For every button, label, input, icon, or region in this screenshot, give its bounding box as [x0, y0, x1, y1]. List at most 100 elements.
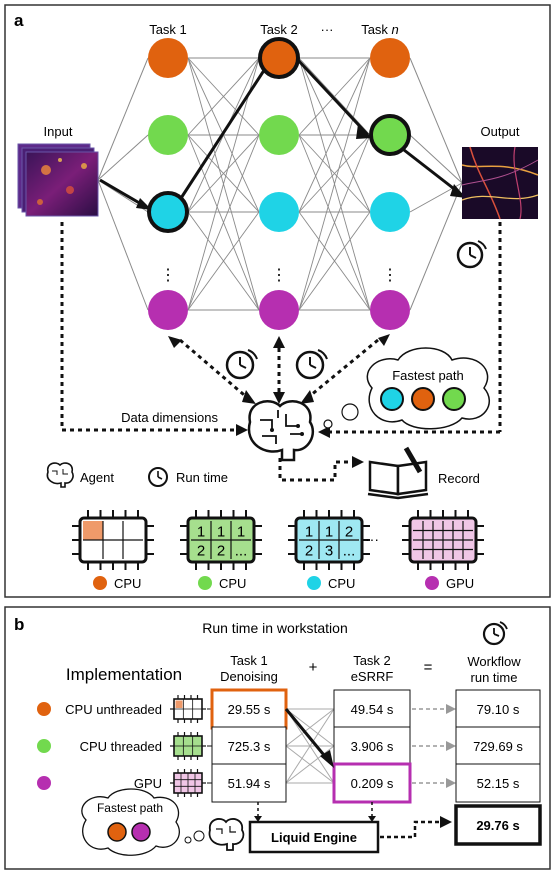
total-cell — [455, 726, 541, 766]
bubble-node-cyan — [380, 387, 404, 411]
chip-cell-label: 1 — [217, 524, 225, 541]
implementation-edges — [207, 708, 335, 784]
impl-label: CPU threaded — [80, 739, 162, 754]
clock-icon-legend — [148, 467, 168, 487]
edge-output — [409, 182, 463, 311]
data-dimensions-label: Data dimensions — [121, 410, 218, 425]
hardware-label-1: CPU — [114, 576, 141, 591]
total-value: 729.69 s — [473, 739, 523, 754]
edge-hidden — [298, 57, 371, 213]
fastest-path-table-arrowhead — [320, 750, 334, 768]
header-dots: ··· — [321, 22, 334, 37]
task2-cell — [333, 689, 411, 729]
implementation-heading: Implementation — [66, 665, 182, 684]
total-value: 52.15 s — [477, 776, 520, 791]
chip-cell-label: 2 — [305, 543, 313, 560]
impl-dot — [37, 739, 51, 753]
clock-icon-output — [456, 240, 487, 269]
edge-hidden — [298, 134, 371, 213]
node-task3-row1 — [370, 38, 410, 78]
col-task1-line2: Denoising — [220, 669, 278, 684]
task1-value: 51.94 s — [228, 776, 271, 791]
output-image — [461, 146, 539, 220]
chip-cell-label: 2 — [197, 543, 205, 560]
input-image — [17, 143, 99, 217]
node-task1-row2 — [148, 115, 188, 155]
impl-label: GPU — [134, 776, 162, 791]
node-task2-row1 — [258, 37, 300, 79]
impl-dot — [37, 776, 51, 790]
mini-chip-icon — [170, 769, 206, 797]
edge-input — [97, 134, 149, 181]
chip-cell-label: 1 — [237, 524, 245, 541]
legend-agent-label: Agent — [80, 470, 114, 485]
edge-hidden — [187, 211, 260, 311]
chip-cell-label: 1 — [305, 524, 313, 541]
edge-hidden — [187, 134, 260, 311]
ellipsis-col-1: ⋮ — [160, 267, 176, 284]
task2-value: 49.54 s — [351, 702, 394, 717]
task1-cell — [211, 763, 287, 803]
clock-icon-task-1 — [225, 349, 258, 380]
brain-icon-legend — [46, 462, 74, 488]
node-task1-row1 — [148, 38, 188, 78]
brain-icon-panel-b — [208, 818, 245, 851]
edge-hidden — [187, 57, 260, 136]
fastest-path-label-b: Fastest path — [97, 801, 163, 815]
node-task1-row3 — [147, 191, 189, 233]
panel-b-title: Run time in workstation — [202, 620, 348, 636]
panel-a-label: a — [14, 11, 24, 30]
panel-b-label: b — [14, 615, 24, 634]
col-task1-line1: Task 1 — [230, 653, 268, 668]
edge-hidden — [298, 134, 371, 311]
ellipsis-col-3: ⋮ — [382, 267, 398, 284]
output-label: Output — [480, 124, 519, 139]
panel-a-frame — [4, 4, 551, 598]
task2-cell — [333, 726, 411, 766]
fastest-path-table-arrow — [284, 708, 330, 761]
edge-hidden — [298, 57, 371, 311]
fastest-path-label-a: Fastest path — [392, 368, 464, 383]
brain-icon-agent — [247, 400, 315, 462]
total-cell — [455, 763, 541, 803]
node-task3-row2 — [369, 114, 411, 156]
input-label: Input — [44, 124, 73, 139]
node-task2-row2 — [259, 115, 299, 155]
col-task2-line2: eSRRF — [351, 669, 394, 684]
node-task2-row4 — [259, 290, 299, 330]
hardware-ellipsis: ··· — [365, 531, 379, 547]
chip-cell-label: 2 — [217, 543, 225, 560]
hardware-label-4: GPU — [446, 576, 474, 591]
total-value: 79.10 s — [477, 702, 520, 717]
chip-icon-4 — [402, 510, 484, 570]
panel-a: a Task 1 Task 2 ··· Task n ⋮ ⋮ ⋮ Input — [4, 4, 551, 598]
edge-hidden — [298, 211, 371, 311]
dotted-agent-record — [278, 458, 355, 482]
panel-b: b Run time in workstation Implementation… — [4, 606, 551, 870]
task2-value: 3.906 s — [351, 739, 394, 754]
chip-cell-label: 3 — [325, 543, 333, 560]
node-task2-row3 — [259, 192, 299, 232]
path-arrow-1-2 — [170, 57, 274, 213]
clock-icon-panel-b — [482, 621, 508, 646]
edge-output — [409, 134, 463, 184]
plus-sign: + — [309, 659, 318, 676]
hardware-dot-2 — [198, 576, 212, 590]
edge-hidden — [187, 57, 260, 311]
header-task-n: Task n — [361, 22, 399, 37]
node-task1-row4 — [148, 290, 188, 330]
task1-value: 725.3 s — [228, 739, 271, 754]
chip-cell-label: ... — [235, 543, 248, 560]
mini-chip-icon — [170, 695, 206, 723]
hardware-label-3: CPU — [328, 576, 355, 591]
ellipsis-col-2: ⋮ — [271, 267, 287, 284]
impl-dot — [37, 702, 51, 716]
bubble-b-magenta — [131, 822, 151, 842]
thought-bubble-b — [81, 788, 180, 856]
best-total-value: 29.76 s — [476, 818, 519, 833]
mini-chip-icon — [170, 732, 206, 760]
